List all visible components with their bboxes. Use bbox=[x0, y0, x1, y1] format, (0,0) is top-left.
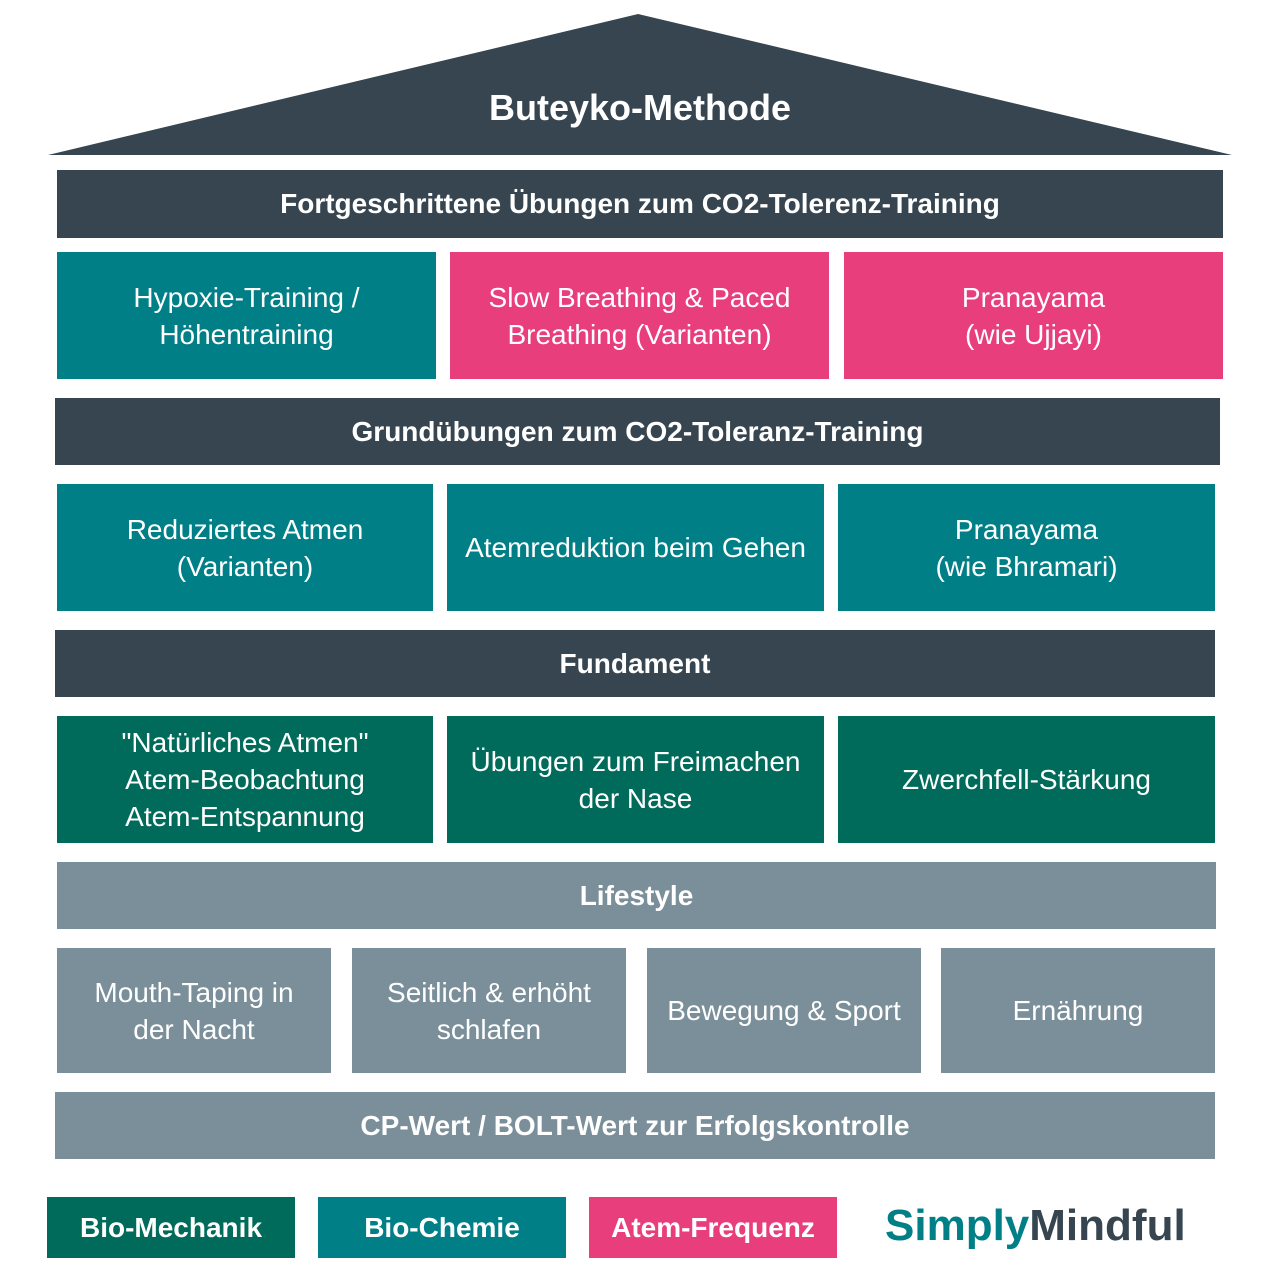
foundation-heading: Fundament bbox=[55, 630, 1215, 697]
simplymindful-logo: SimplyMindful bbox=[885, 1196, 1225, 1256]
legend-atem-frequenz: Atem-Frequenz bbox=[589, 1197, 837, 1258]
advanced-item-pranayama-ujjayi: Pranayama (wie Ujjayi) bbox=[844, 252, 1223, 379]
basic-item-atemreduktion: Atemreduktion beim Gehen bbox=[447, 484, 824, 611]
basic-heading: Grundübungen zum CO2-Toleranz-Training bbox=[55, 398, 1220, 465]
logo-simply: Simply bbox=[885, 1201, 1030, 1250]
logo-mindful: Mindful bbox=[1029, 1201, 1186, 1250]
base-heading: CP-Wert / BOLT-Wert zur Erfolgskontrolle bbox=[55, 1092, 1215, 1159]
basic-item-pranayama-bhramari: Pranayama (wie Bhramari) bbox=[838, 484, 1215, 611]
legend-bio-chemie: Bio-Chemie bbox=[318, 1197, 566, 1258]
foundation-item-natuerliches-atmen: "Natürliches Atmen" Atem-Beobachtung Ate… bbox=[57, 716, 433, 843]
lifestyle-item-ernaehrung: Ernährung bbox=[941, 948, 1215, 1073]
lifestyle-item-mouth-taping: Mouth-Taping in der Nacht bbox=[57, 948, 331, 1073]
advanced-heading: Fortgeschrittene Übungen zum CO2-Toleren… bbox=[57, 170, 1223, 238]
foundation-item-nase: Übungen zum Freimachen der Nase bbox=[447, 716, 824, 843]
lifestyle-item-schlafen: Seitlich & erhöht schlafen bbox=[352, 948, 626, 1073]
roof-shape bbox=[48, 14, 1232, 155]
diagram-title: Buteyko-Methode bbox=[488, 87, 791, 128]
lifestyle-item-bewegung: Bewegung & Sport bbox=[647, 948, 921, 1073]
advanced-item-slow-breathing: Slow Breathing & Paced Breathing (Varian… bbox=[450, 252, 829, 379]
legend-bio-mechanik: Bio-Mechanik bbox=[47, 1197, 295, 1258]
basic-item-reduziertes-atmen: Reduziertes Atmen (Varianten) bbox=[57, 484, 433, 611]
advanced-item-hypoxie: Hypoxie-Training / Höhentraining bbox=[57, 252, 436, 379]
foundation-item-zwerchfell: Zwerchfell-Stärkung bbox=[838, 716, 1215, 843]
lifestyle-heading: Lifestyle bbox=[57, 862, 1216, 929]
